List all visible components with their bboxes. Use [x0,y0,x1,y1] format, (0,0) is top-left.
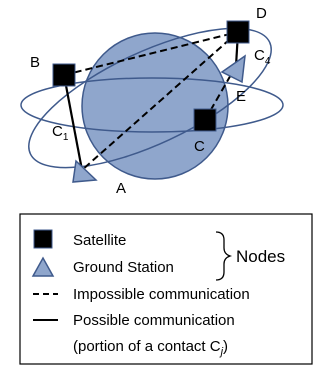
ground-station-a [72,159,98,183]
legend-ground-station-label: Ground Station [73,259,174,276]
node-label-a: A [116,180,126,197]
link-b-a-possible [62,74,84,171]
contact-label-c4: C4 [254,47,271,67]
satellite-b [52,63,76,87]
ground-station-e [220,54,246,84]
link-b-d-impossible [63,31,239,76]
inclined-orbit [28,27,272,169]
node-label-e: E [236,88,246,105]
node-label-d: D [256,5,267,22]
legend-satellite-icon [33,229,53,249]
legend-impossible-label: Impossible communication [73,286,250,303]
legend-brace [215,231,233,281]
legend-contact-note: (portion of a contact Cj) [73,338,228,358]
satellite-c [193,108,217,132]
node-label-c: C [194,138,205,155]
link-d-a-impossible [81,31,239,171]
contact-label-c1: C1 [52,123,69,143]
legend-satellite-label: Satellite [73,232,126,249]
node-label-b: B [30,54,40,71]
equatorial-orbit [20,77,284,133]
legend-possible-label: Possible communication [73,312,235,329]
legend-box [19,213,313,365]
satellite-d [226,20,250,44]
legend-nodes-label: Nodes [236,247,285,266]
legend-ground-station-icon [31,256,55,277]
